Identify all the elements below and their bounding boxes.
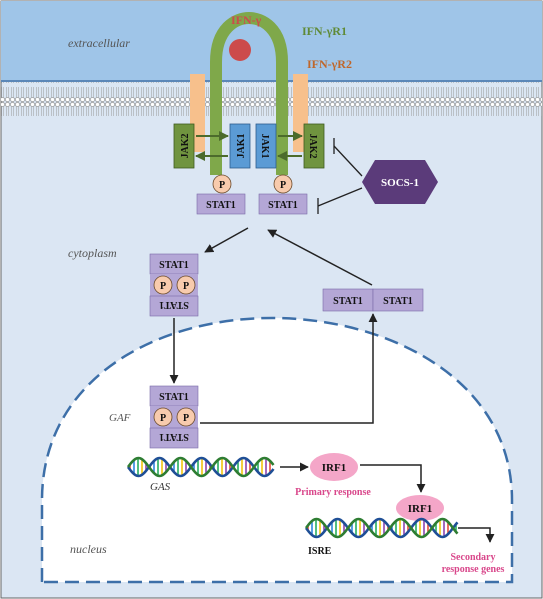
svg-text:STAT1: STAT1 <box>159 431 189 442</box>
svg-text:STAT1: STAT1 <box>206 200 236 211</box>
jak1-right: JAK1 <box>255 123 277 169</box>
svg-text:STAT1: STAT1 <box>159 260 189 271</box>
nucleus <box>40 316 514 584</box>
jak2-right: JAK2 <box>303 123 325 169</box>
secondary-genes-arrow <box>458 527 495 543</box>
socs1-hexagon: SOCS-1 <box>362 160 438 204</box>
nuclear-export-arrow <box>200 313 378 424</box>
receptor-phosphate-left: P <box>212 174 232 194</box>
svg-text:STAT1: STAT1 <box>159 299 189 310</box>
svg-text:STAT1: STAT1 <box>333 296 363 307</box>
extracellular-label: extracellular <box>68 36 130 50</box>
svg-text:P: P <box>183 413 189 424</box>
svg-text:P: P <box>219 180 225 191</box>
stat1-dimer-gaf: STAT1 P P STAT1 <box>149 385 199 449</box>
svg-text:P: P <box>160 281 166 292</box>
nucleus-label: nucleus <box>70 542 107 556</box>
stat1-dimer-cytoplasm: STAT1 P P STAT1 <box>149 253 199 317</box>
cytoplasm-label: cytoplasm <box>68 246 117 260</box>
dna-strand <box>304 517 459 539</box>
primary-response-label: Primary response <box>295 487 371 498</box>
stat1-docked-left: STAT1 <box>196 193 246 215</box>
gaf-label: GAF <box>109 412 131 424</box>
svg-text:SOCS-1: SOCS-1 <box>381 177 419 189</box>
jak1-left: JAK1 <box>229 123 251 169</box>
stat1-pair-unphosphorylated: STAT1 STAT1 <box>322 288 424 312</box>
svg-text:JAK2: JAK2 <box>180 134 191 159</box>
stat1-docked-right: STAT1 <box>258 193 308 215</box>
dna-strand <box>126 456 275 478</box>
svg-text:JAK2: JAK2 <box>307 134 318 159</box>
socs1-inhibition <box>317 138 363 214</box>
dna-strand <box>126 456 275 478</box>
gas-label: GAS <box>150 481 171 493</box>
irf1-secondary: IRF1 <box>396 495 444 521</box>
svg-text:IRF1: IRF1 <box>322 462 346 474</box>
gas-dna-helix <box>126 456 275 478</box>
irf1-to-isre-arrow <box>360 464 426 493</box>
svg-text:JAK1: JAK1 <box>259 134 270 159</box>
ifn-gamma-r2-label: IFN-γR2 <box>307 57 352 71</box>
ifn-gamma-r1 <box>210 12 288 175</box>
receptor-phosphate-right: P <box>273 174 293 194</box>
release-arrow <box>204 227 249 253</box>
irf1-primary: IRF1 <box>310 453 358 481</box>
secondary-response-label-line2: response genes <box>442 564 505 575</box>
membrane-bilayer <box>1 82 542 116</box>
svg-text:P: P <box>280 180 286 191</box>
jak2-left: JAK2 <box>173 123 195 169</box>
svg-text:P: P <box>160 413 166 424</box>
svg-text:STAT1: STAT1 <box>268 200 298 211</box>
svg-text:STAT1: STAT1 <box>159 392 189 403</box>
svg-text:IRF1: IRF1 <box>408 503 432 515</box>
isre-dna-helix <box>304 517 459 539</box>
secondary-response-label-line1: Secondary <box>451 552 496 563</box>
ifn-gamma-label: IFN-γ <box>231 13 262 27</box>
ifn-gamma-ligand <box>229 39 251 61</box>
svg-text:P: P <box>183 281 189 292</box>
jak-transphosphorylation-arrows <box>195 131 303 161</box>
isre-label: ISRE <box>308 546 332 557</box>
svg-text:JAK1: JAK1 <box>236 134 247 159</box>
recycle-arrow <box>267 229 373 286</box>
extracellular-region <box>1 1 542 81</box>
ifn-gamma-r1-label: IFN-γR1 <box>302 24 347 38</box>
svg-text:STAT1: STAT1 <box>383 296 413 307</box>
